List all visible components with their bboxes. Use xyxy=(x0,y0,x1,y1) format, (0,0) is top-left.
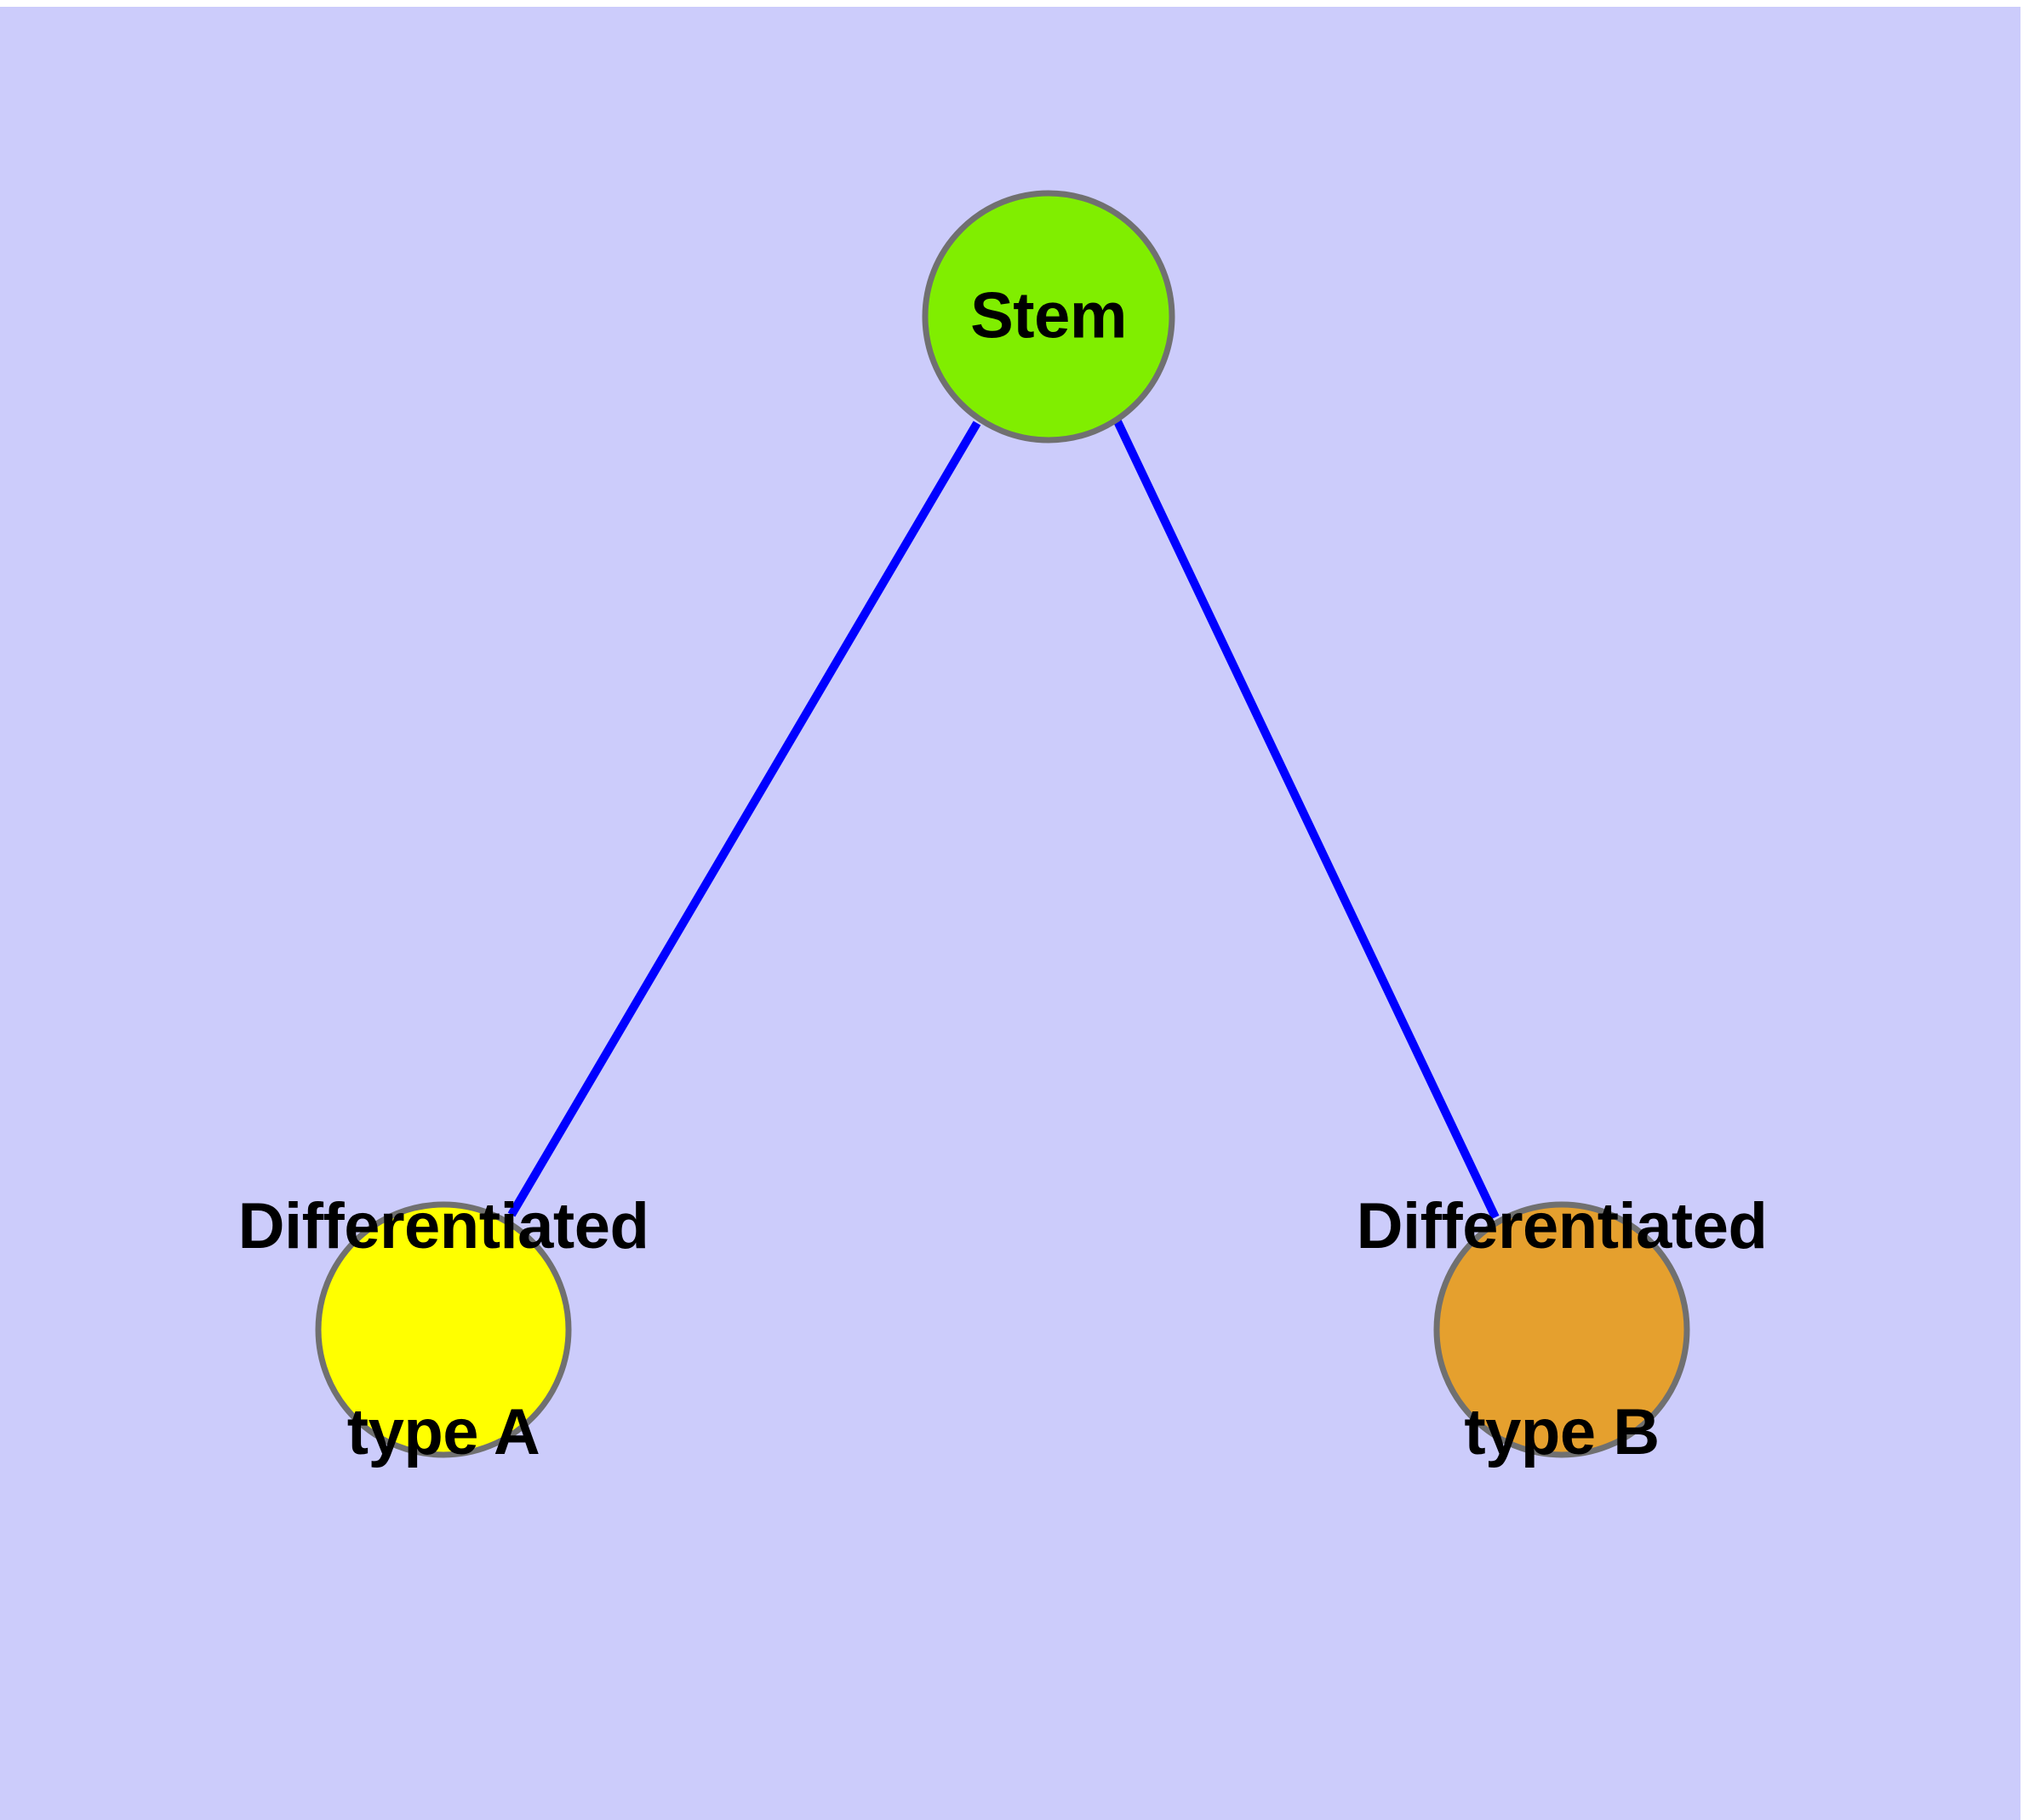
edge-stem-to-differentiated-type-b xyxy=(1113,419,1500,1220)
node-differentiated-type-b[interactable] xyxy=(1433,1201,1690,1458)
graph-canvas: Stem Differentiated type A Differentiate… xyxy=(0,7,2020,1820)
edge-layer xyxy=(507,419,1500,1220)
graph-svg xyxy=(315,190,1690,1458)
node-layer xyxy=(315,190,1690,1458)
node-stem[interactable] xyxy=(922,190,1175,444)
edge-stem-to-differentiated-type-a xyxy=(507,421,981,1217)
node-differentiated-type-a[interactable] xyxy=(315,1201,572,1458)
